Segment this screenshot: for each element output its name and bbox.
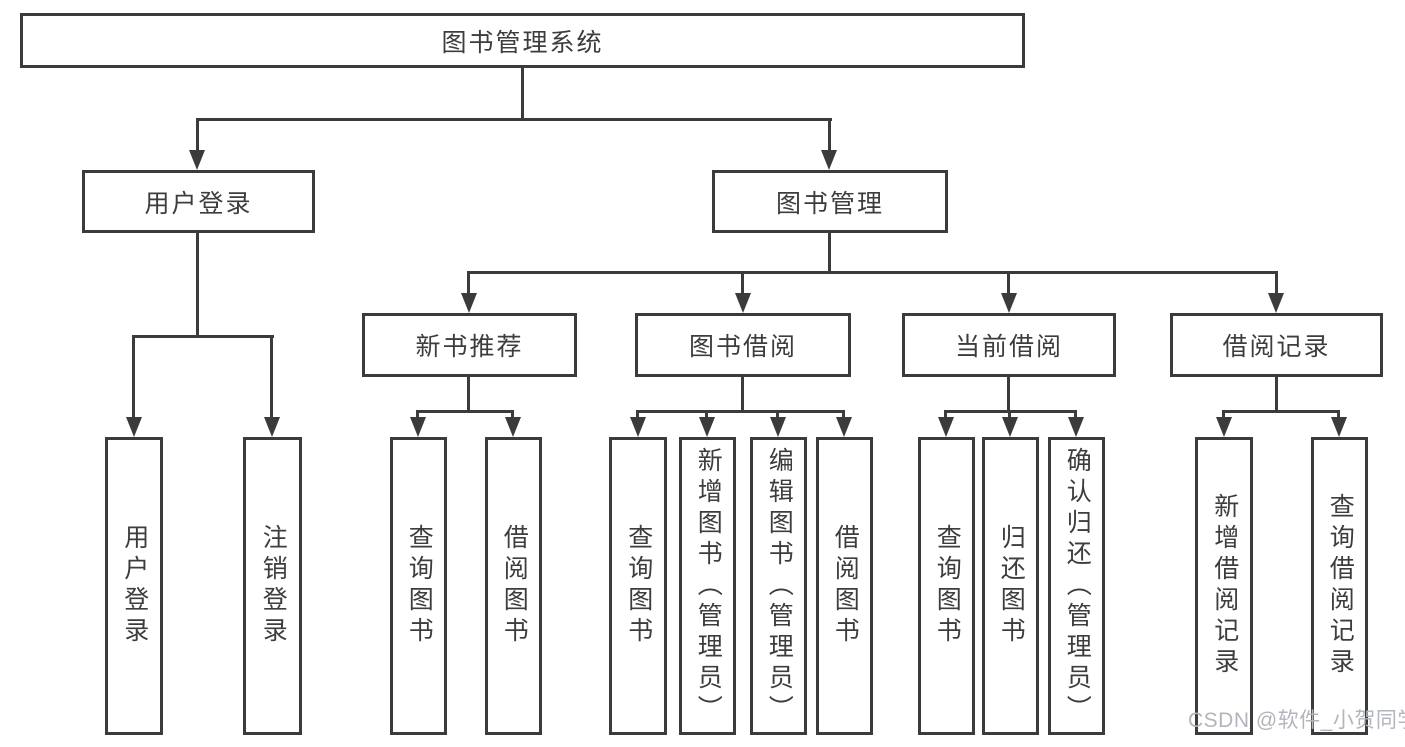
leaf-query-books-borrow-label: 查询图书 xyxy=(624,524,653,648)
connector-stub-records-1 xyxy=(1222,410,1225,419)
arrow-to-add-book xyxy=(699,417,715,437)
connector-stub-borrow-4 xyxy=(842,410,845,419)
node-book-borrow-label: 图书借阅 xyxy=(688,333,797,361)
arrow-to-book-management xyxy=(821,150,837,170)
csdn-watermark: CSDN @软件_小贺同学 xyxy=(1188,709,1405,732)
connector-stub-recommend-2 xyxy=(511,410,514,419)
connector-root-trunk xyxy=(521,68,524,120)
node-user-login: 用户登录 xyxy=(82,170,315,233)
leaf-borrow-books-label: 借阅图书 xyxy=(831,524,860,648)
arrow-to-borrow xyxy=(735,293,751,313)
leaf-query-books-borrow: 查询图书 xyxy=(609,437,667,735)
leaf-query-books-current-label: 查询图书 xyxy=(933,524,962,648)
arrow-to-current xyxy=(1001,293,1017,313)
arrow-to-leaf-logout xyxy=(264,417,280,437)
connector-level2-branch xyxy=(196,118,832,121)
connector-login-branch xyxy=(132,335,274,338)
arrow-to-user-login xyxy=(189,150,205,170)
leaf-logout: 注销登录 xyxy=(243,437,302,735)
node-book-management: 图书管理 xyxy=(712,170,948,233)
connector-records-trunk xyxy=(1275,376,1278,413)
arrow-to-leaf-login xyxy=(126,417,142,437)
leaf-query-borrow-record-label: 查询借阅记录 xyxy=(1326,493,1355,679)
connector-recommend-trunk xyxy=(467,376,470,413)
arrow-to-return-book xyxy=(1002,417,1018,437)
node-book-management-label: 图书管理 xyxy=(775,189,884,218)
leaf-user-login-label: 用户登录 xyxy=(120,524,149,648)
arrow-to-add-borrow-record xyxy=(1216,417,1232,437)
leaf-add-book-admin-label: 新增图书（管理员） xyxy=(694,446,723,726)
leaf-query-books-recommend: 查询图书 xyxy=(390,437,447,735)
leaf-add-borrow-record: 新增借阅记录 xyxy=(1195,437,1253,735)
connector-drop-user-login xyxy=(196,118,199,154)
connector-stub-records-2 xyxy=(1337,410,1340,419)
connector-stub-current-2 xyxy=(1008,410,1011,419)
leaf-add-book-admin: 新增图书（管理员） xyxy=(679,437,736,735)
connector-stub-current-3 xyxy=(1074,410,1077,419)
leaf-query-books-current: 查询图书 xyxy=(918,437,975,735)
arrow-to-borrow-books xyxy=(836,417,852,437)
leaf-borrow-books: 借阅图书 xyxy=(816,437,873,735)
arrow-to-query-borrow-record xyxy=(1331,417,1347,437)
arrow-to-query-books-recommend xyxy=(410,417,426,437)
node-borrow-records: 借阅记录 xyxy=(1170,313,1383,377)
arrow-to-query-books-current xyxy=(938,417,954,437)
leaf-query-books-recommend-label: 查询图书 xyxy=(405,524,434,648)
arrow-to-recommend xyxy=(461,293,477,313)
leaf-edit-book-admin: 编辑图书（管理员） xyxy=(750,437,807,735)
leaf-borrow-books-recommend-label: 借阅图书 xyxy=(500,524,529,648)
leaf-query-borrow-record: 查询借阅记录 xyxy=(1311,437,1368,735)
connector-level3-branch xyxy=(467,271,1278,274)
node-current-borrow-label: 当前借阅 xyxy=(954,333,1063,361)
connector-records-branch xyxy=(1222,410,1340,413)
node-book-borrow: 图书借阅 xyxy=(635,313,851,377)
connector-drop-recommend xyxy=(467,271,470,295)
leaf-confirm-return-admin-label: 确认归还（管理员） xyxy=(1063,446,1092,726)
connector-book-management-trunk xyxy=(828,232,831,274)
connector-stub-borrow-1 xyxy=(636,410,639,419)
connector-recommend-branch xyxy=(416,410,514,413)
connector-borrow-trunk xyxy=(741,376,744,413)
arrow-to-records xyxy=(1268,293,1284,313)
connector-drop-borrow xyxy=(741,271,744,295)
connector-stub-borrow-2 xyxy=(705,410,708,419)
arrow-to-query-books-borrow xyxy=(630,417,646,437)
leaf-edit-book-admin-label: 编辑图书（管理员） xyxy=(765,446,794,726)
node-current-borrow: 当前借阅 xyxy=(902,313,1116,377)
arrow-to-edit-book xyxy=(770,417,786,437)
node-user-login-label: 用户登录 xyxy=(144,189,253,218)
leaf-logout-label: 注销登录 xyxy=(259,524,288,648)
arrow-to-borrow-books-recommend xyxy=(505,417,521,437)
connector-stub-current-1 xyxy=(944,410,947,419)
connector-drop-book-management xyxy=(828,118,831,154)
node-new-book-recommend-label: 新书推荐 xyxy=(415,333,524,361)
connector-user-login-trunk xyxy=(196,232,199,338)
leaf-user-login: 用户登录 xyxy=(105,437,163,735)
node-root: 图书管理系统 xyxy=(20,13,1025,68)
connector-current-trunk xyxy=(1007,376,1010,413)
connector-stub-recommend-1 xyxy=(416,410,419,419)
node-borrow-records-label: 借阅记录 xyxy=(1222,333,1331,361)
leaf-return-book: 归还图书 xyxy=(982,437,1039,735)
leaf-confirm-return-admin: 确认归还（管理员） xyxy=(1048,437,1105,735)
leaf-add-borrow-record-label: 新增借阅记录 xyxy=(1210,493,1239,679)
connector-stub-borrow-3 xyxy=(776,410,779,419)
connector-drop-current xyxy=(1007,271,1010,295)
leaf-borrow-books-recommend: 借阅图书 xyxy=(485,437,542,735)
connector-drop-leaf-logout xyxy=(270,337,273,419)
node-new-book-recommend: 新书推荐 xyxy=(362,313,577,377)
connector-drop-records xyxy=(1275,271,1278,295)
node-root-label: 图书管理系统 xyxy=(441,28,604,57)
leaf-return-book-label: 归还图书 xyxy=(997,524,1026,648)
connector-borrow-branch xyxy=(636,410,845,413)
arrow-to-confirm-return xyxy=(1068,417,1084,437)
connector-drop-leaf-login xyxy=(132,337,135,419)
